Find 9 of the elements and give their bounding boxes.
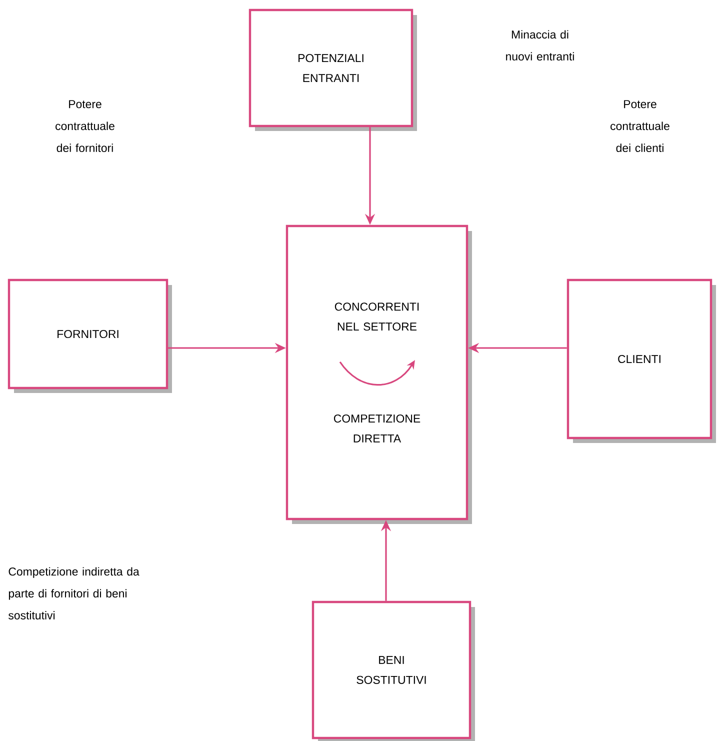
caption-text: Potere contrattuale dei clienti [610, 100, 670, 152]
process-box: BENI SOSTITUTIVI [312, 600, 475, 741]
process-box: CONCORRENTI NEL SETTORE COMPETIZIONE DIRETTA [286, 224, 472, 524]
caption-text: Potere contrattuale dei fornitori [56, 100, 114, 152]
caption-text: Competizione indiretta da parte di fornitori di beni sostitutivi [8, 567, 140, 620]
process-box: CLIENTI [566, 278, 716, 443]
process-box: POTENZIALI ENTRANTI [248, 8, 417, 131]
process-box: FORNITORI [8, 278, 172, 393]
caption-text: Minaccia di nuovi entranti [506, 30, 574, 61]
